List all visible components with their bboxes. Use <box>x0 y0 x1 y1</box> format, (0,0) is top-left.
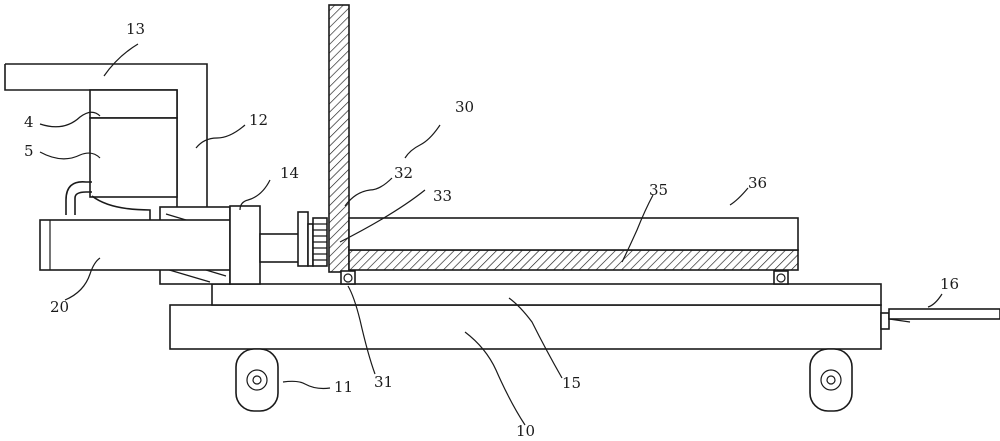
label-32: 32 <box>394 164 413 182</box>
roller-right <box>773 270 789 285</box>
bottom-plate <box>348 249 799 271</box>
wheel-right <box>809 348 853 412</box>
container <box>348 217 799 251</box>
coupling <box>297 211 328 267</box>
label-4: 4 <box>24 113 34 131</box>
label-16: 16 <box>940 275 959 293</box>
shaft <box>259 233 303 263</box>
frame <box>169 304 882 350</box>
label-14: 14 <box>280 164 299 182</box>
label-36: 36 <box>748 174 767 192</box>
label-30: 30 <box>455 98 474 116</box>
label-33: 33 <box>433 187 452 205</box>
box-upper <box>89 89 178 119</box>
label-11: 11 <box>334 378 353 396</box>
box-lower <box>89 117 178 198</box>
label-13: 13 <box>126 20 145 38</box>
label-35: 35 <box>649 181 668 199</box>
label-12: 12 <box>249 111 268 129</box>
label-31: 31 <box>374 373 393 391</box>
label-10: 10 <box>516 422 535 440</box>
plate <box>211 283 882 306</box>
bearing-seat <box>229 205 261 285</box>
motor <box>39 219 231 271</box>
wheel-left <box>235 348 279 412</box>
label-20: 20 <box>50 298 69 316</box>
roller-left <box>340 270 356 285</box>
vertical-plate <box>328 4 350 273</box>
handle <box>880 308 1000 330</box>
label-5: 5 <box>24 142 34 160</box>
label-15: 15 <box>562 374 581 392</box>
pipe <box>65 181 151 220</box>
